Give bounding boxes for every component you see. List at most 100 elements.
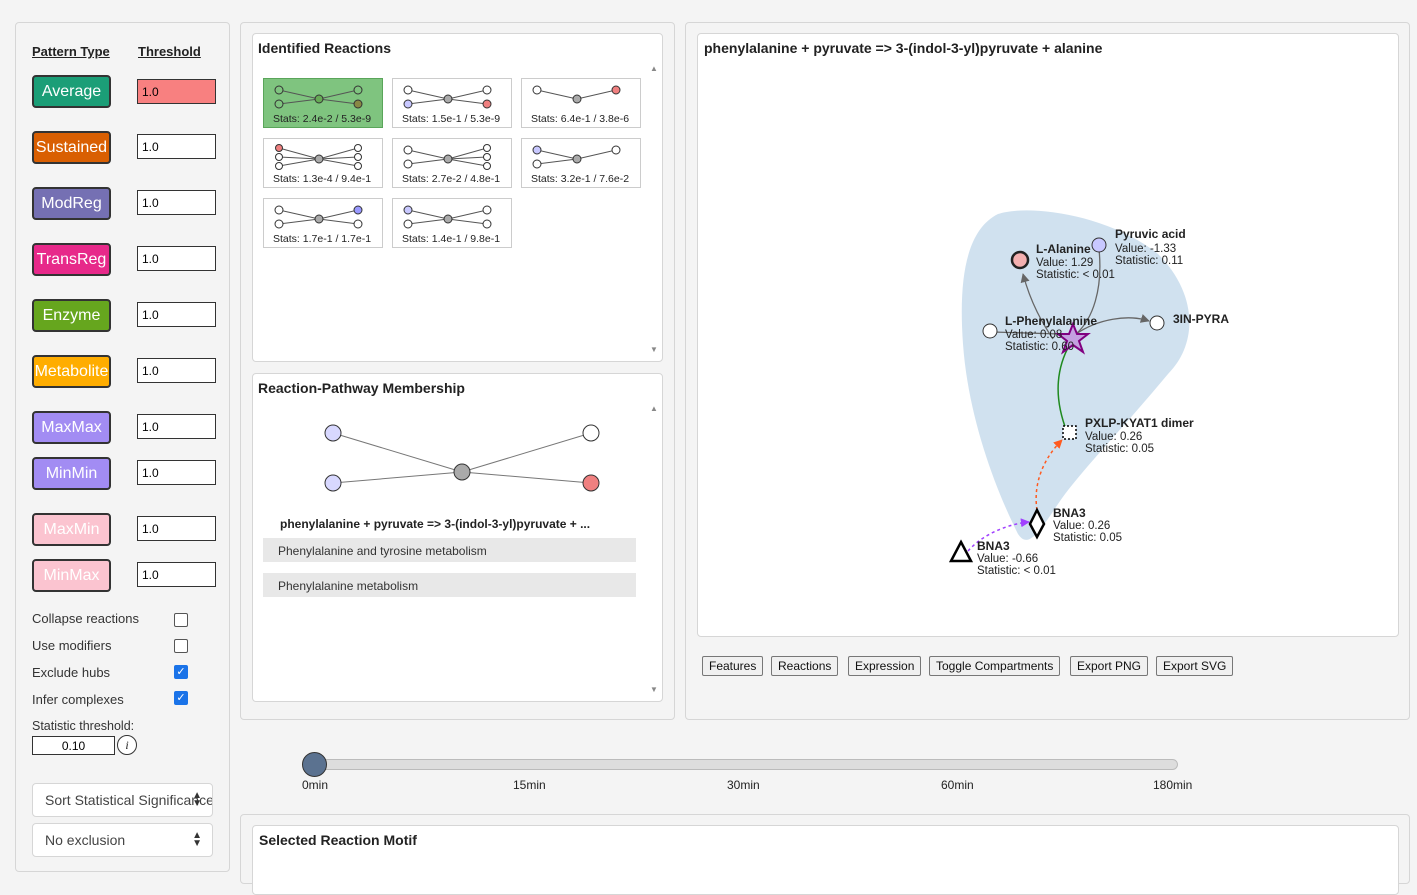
threshold-input-minmax[interactable] [137,562,216,587]
network-graph [948,210,1190,563]
use-modifiers-label: Use modifiers [32,638,112,653]
scroll-up-icon[interactable]: ▲ [650,404,658,413]
sort-select-value: Sort Statistical Significance [45,792,213,808]
infer-complexes-checkbox[interactable]: ✓ [174,691,188,705]
reaction-card[interactable]: Stats: 2.4e-2 / 5.3e-9 [263,78,383,128]
node-label-inpyra: 3IN-PYRA [1173,312,1230,326]
node-stat-pxlp: Statistic: 0.05 [1085,443,1155,455]
node-alanine [1010,250,1030,270]
pathway-membership-scrollbar[interactable]: ▲ ▼ [649,404,661,694]
reaction-card[interactable]: Stats: 1.7e-1 / 1.7e-1 [263,198,383,248]
scroll-down-icon[interactable]: ▼ [650,685,658,694]
reactions-button[interactable]: Reactions [771,656,839,676]
pattern-button-enzyme[interactable]: Enzyme [32,299,111,332]
threshold-input-sustained[interactable] [137,134,216,159]
node-value-pyruvic: Value: -1.33 [1115,243,1177,255]
node-value-bna3-triangle: Value: -0.66 [977,553,1039,565]
features-button[interactable]: Features [702,656,764,676]
reaction-card-stats: Stats: 2.7e-2 / 4.8e-1 [402,173,501,185]
pathway-row[interactable]: Phenylalanine and tyrosine metabolism [263,538,636,562]
reaction-motif-glyph [403,85,492,109]
compartment-shape [961,210,1190,540]
reaction-card[interactable]: Stats: 1.3e-4 / 9.4e-1 [263,138,383,188]
use-modifiers-checkbox[interactable] [174,639,188,653]
scroll-down-icon[interactable]: ▼ [650,345,658,354]
infer-complexes-label: Infer complexes [32,692,124,707]
sort-select[interactable]: Sort Statistical Significance ▲▼ [32,783,213,817]
threshold-input-modreg[interactable] [137,190,216,215]
collapse-reactions-checkbox[interactable] [174,613,188,627]
node-stat-pyruvic: Statistic: 0.11 [1115,255,1184,267]
timeline-handle[interactable] [302,752,327,777]
threshold-input-transreg[interactable] [137,246,216,271]
export-png-button[interactable]: Export PNG [1070,656,1149,676]
pattern-button-metabolite[interactable]: Metabolite [32,355,111,388]
threshold-input-enzyme[interactable] [137,302,216,327]
pattern-button-modreg[interactable]: ModReg [32,187,111,220]
node-value-phenylalanine: Value: 0.08 [1005,329,1063,341]
info-icon[interactable]: i [117,735,137,755]
pattern-button-minmin[interactable]: MinMin [32,457,111,490]
pathway-membership-title: Reaction-Pathway Membership [258,380,465,396]
identified-reactions-box: Identified Reactions Stats: 2.4e-2 / 5.3… [252,33,663,362]
select-arrows-icon: ▲▼ [192,830,202,849]
membership-reaction-name: phenylalanine + pyruvate => 3-(indol-3-y… [280,517,591,531]
reaction-motif-glyph [274,85,363,109]
node-stat-bna3-diamond: Statistic: 0.05 [1053,532,1123,544]
pattern-button-average[interactable]: Average [32,75,111,108]
statistic-threshold-input[interactable] [32,736,115,755]
pattern-button-maxmin[interactable]: MaxMin [32,513,111,546]
node-inpyra [1149,315,1165,331]
node-label-pxlp: PXLP-KYAT1 dimer [1085,416,1194,430]
network-view[interactable]: phenylalanine + pyruvate => 3-(indol-3-y… [697,33,1399,637]
reaction-motif-glyph [532,85,621,104]
reaction-motif-glyph [275,144,362,170]
node-pyruvic [1091,237,1107,253]
timeline-track[interactable] [312,759,1178,770]
threshold-input-average[interactable] [137,79,216,104]
node-stat-alanine: Statistic: < 0.01 [1036,269,1115,281]
reaction-card[interactable]: Stats: 1.5e-1 / 5.3e-9 [392,78,512,128]
threshold-input-minmin[interactable] [137,460,216,485]
toggle-compartments-button[interactable]: Toggle Compartments [929,656,1061,676]
reaction-card-stats: Stats: 6.4e-1 / 3.8e-6 [531,113,630,125]
scroll-up-icon[interactable]: ▲ [650,64,658,73]
node-value-alanine: Value: 1.29 [1036,257,1094,269]
reaction-card-stats: Stats: 3.2e-1 / 7.6e-2 [531,173,630,185]
selected-motif-box: Selected Reaction Motif [252,825,1399,895]
identified-reactions-scrollbar[interactable]: ▲ ▼ [649,64,661,354]
reaction-card[interactable]: Stats: 3.2e-1 / 7.6e-2 [521,138,641,188]
edge-enzyme-green [1057,343,1071,433]
pattern-button-maxmax[interactable]: MaxMax [32,411,111,444]
select-arrows-icon: ▲▼ [192,790,202,809]
threshold-input-maxmax[interactable] [137,414,216,439]
reaction-card[interactable]: Stats: 2.7e-2 / 4.8e-1 [392,138,512,188]
edge-orange [1035,439,1063,511]
node-label-alanine: L-Alanine [1036,242,1091,256]
reaction-card[interactable]: Stats: 6.4e-1 / 3.8e-6 [521,78,641,128]
exclusion-select[interactable]: No exclusion ▲▼ [32,823,213,857]
edge-purple [967,518,1030,552]
threshold-input-metabolite[interactable] [137,358,216,383]
export-svg-button[interactable]: Export SVG [1156,656,1234,676]
threshold-input-maxmin[interactable] [137,516,216,541]
reaction-card-stats: Stats: 1.4e-1 / 9.8e-1 [402,233,501,245]
expression-button[interactable]: Expression [848,656,922,676]
pattern-button-sustained[interactable]: Sustained [32,131,111,164]
node-left-metabolite [982,323,998,339]
reaction-motif-glyph [403,144,491,170]
edge-phe-left [992,331,1061,335]
exclude-hubs-checkbox[interactable]: ✓ [174,665,188,679]
node-label-phenylalanine: L-Phenylalanine [1005,314,1098,328]
pathway-row[interactable]: Phenylalanine metabolism [263,573,636,597]
collapse-reactions-label: Collapse reactions [32,611,139,626]
reaction-motif-diagram [324,424,600,492]
node-stat-bna3-triangle: Statistic: < 0.01 [977,565,1056,577]
pattern-button-minmax[interactable]: MinMax [32,559,111,592]
reaction-card-stats: Stats: 1.5e-1 / 5.3e-9 [402,113,501,125]
timeline-tick: 0min [302,778,329,792]
timeline-tick: 15min [513,778,546,792]
reaction-motif-glyph [274,205,363,229]
pattern-button-transreg[interactable]: TransReg [32,243,111,276]
reaction-card[interactable]: Stats: 1.4e-1 / 9.8e-1 [392,198,512,248]
